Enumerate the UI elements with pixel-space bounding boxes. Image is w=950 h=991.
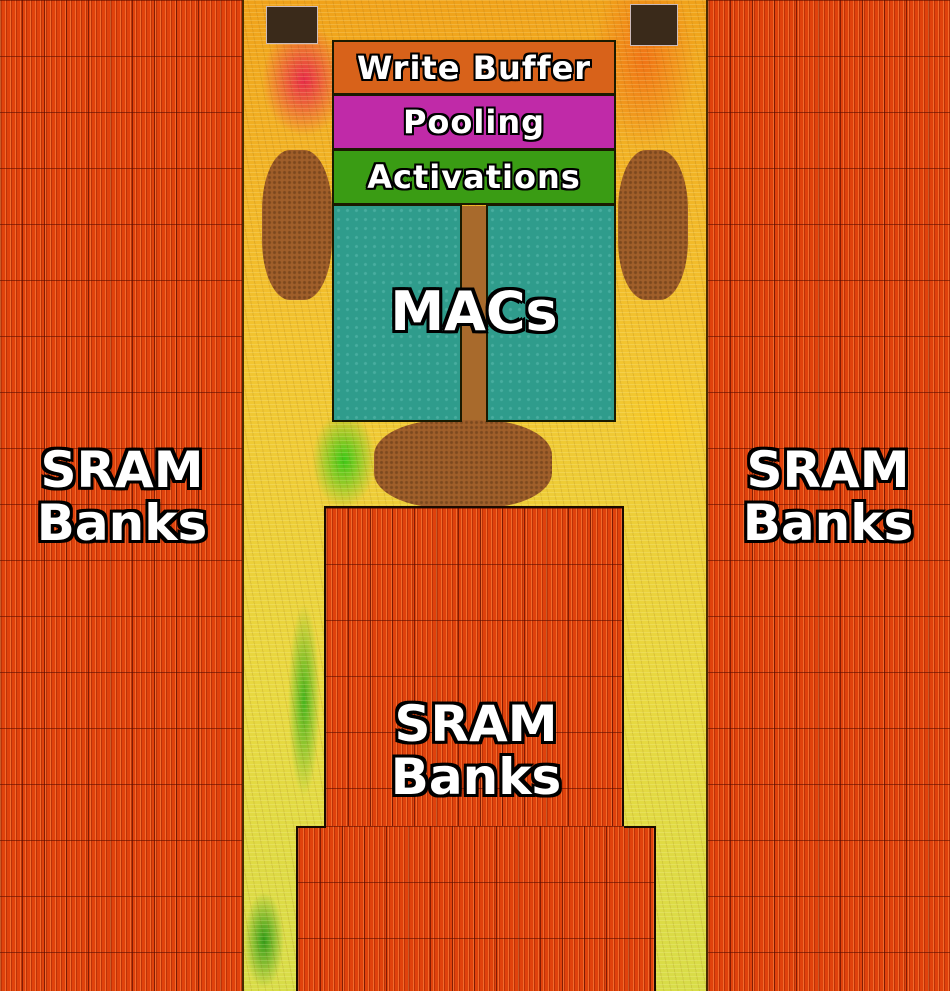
pooling-block: Pooling xyxy=(332,94,616,150)
sram-center-label-line1: SRAM xyxy=(394,695,558,753)
logic-cluster-right xyxy=(618,150,688,300)
mac-array-right xyxy=(486,204,616,422)
sram-right-label-line1: SRAM xyxy=(746,441,910,499)
write-buffer-label: Write Buffer xyxy=(356,48,592,87)
sram-bank-center-lower xyxy=(296,826,656,991)
mac-array-left xyxy=(332,204,462,422)
sram-center-label-line2: Banks xyxy=(390,747,562,806)
pooling-label: Pooling xyxy=(402,103,546,141)
sram-left-label-line1: SRAM xyxy=(40,441,204,499)
logic-cluster-center xyxy=(374,420,552,508)
sram-right-label-line2: Banks xyxy=(742,493,914,552)
activations-label: Activations xyxy=(367,158,581,196)
logic-cluster-left xyxy=(262,150,332,300)
sram-bank-left xyxy=(0,0,242,991)
sram-left-label-line2: Banks xyxy=(36,493,208,552)
sram-bank-right xyxy=(708,0,950,991)
activations-block: Activations xyxy=(332,149,616,205)
sram-center-label: SRAM Banks xyxy=(356,698,596,803)
sram-right-label: SRAM Banks xyxy=(708,444,948,549)
io-pad-top-left xyxy=(266,6,318,44)
io-pad-top-right xyxy=(630,4,678,46)
sram-left-label: SRAM Banks xyxy=(2,444,242,549)
mac-array-divider xyxy=(462,206,486,420)
macs-label: MACs xyxy=(390,280,558,343)
write-buffer-block: Write Buffer xyxy=(332,40,616,95)
